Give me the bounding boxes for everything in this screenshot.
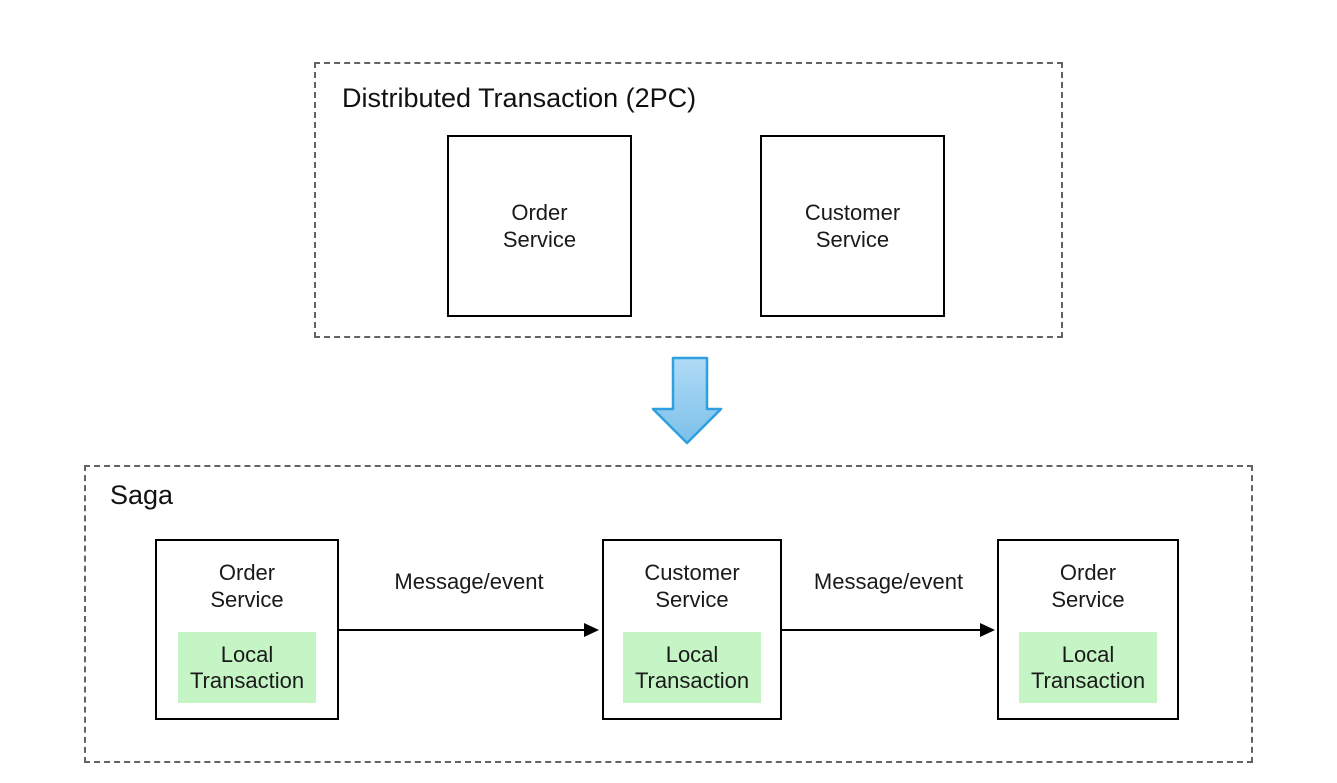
message-arrow-1 bbox=[339, 629, 585, 631]
message-event-label-1: Message/event bbox=[394, 569, 544, 594]
order-service-label: Order Service bbox=[210, 560, 284, 612]
message-arrow-2-head-icon bbox=[980, 623, 995, 637]
saga-title: Saga bbox=[110, 480, 174, 510]
local-transaction-badge: Local Transaction bbox=[178, 632, 316, 703]
saga-section: Saga Order Service Local Transaction Mes… bbox=[84, 465, 1253, 763]
saga-order-service-box-2: Order Service Local Transaction bbox=[997, 539, 1179, 720]
order-service-label: Order Service bbox=[502, 200, 577, 252]
message-arrow-2 bbox=[782, 629, 981, 631]
order-service-label: Order Service bbox=[1051, 560, 1125, 612]
local-transaction-badge: Local Transaction bbox=[623, 632, 761, 703]
message-event-label-2: Message/event bbox=[813, 569, 964, 594]
local-transaction-badge: Local Transaction bbox=[1019, 632, 1157, 703]
message-arrow-1-head-icon bbox=[584, 623, 599, 637]
customer-service-label: Customer Service bbox=[644, 560, 740, 612]
customer-service-label: Customer Service bbox=[804, 200, 901, 252]
distributed-transaction-title: Distributed Transaction (2PC) bbox=[342, 83, 697, 113]
saga-order-service-box-1: Order Service Local Transaction bbox=[155, 539, 339, 720]
customer-service-box-2pc: Customer Service bbox=[760, 135, 945, 317]
saga-customer-service-box: Customer Service Local Transaction bbox=[602, 539, 782, 720]
down-arrow-icon bbox=[651, 356, 723, 445]
distributed-transaction-section: Distributed Transaction (2PC) Order Serv… bbox=[314, 62, 1063, 338]
order-service-box-2pc: Order Service bbox=[447, 135, 632, 317]
